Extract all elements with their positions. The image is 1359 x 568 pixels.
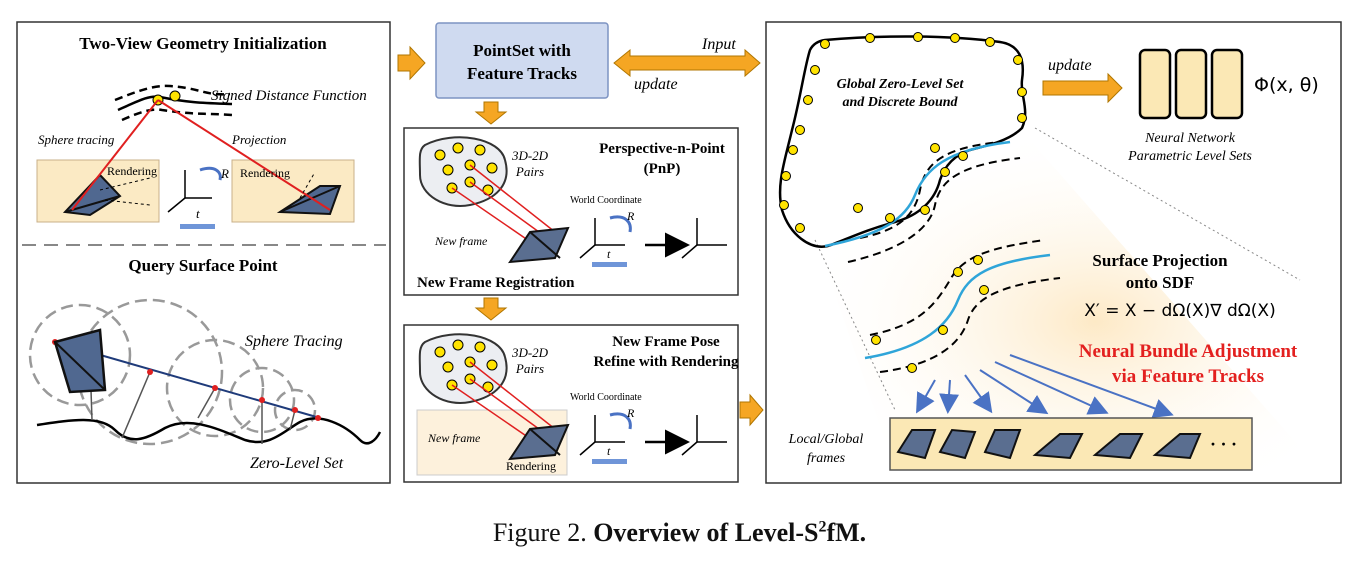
caption-bold-end: fM. — [826, 518, 867, 547]
pointset-box — [435, 22, 609, 99]
pairs-b-1: 3D-2D — [511, 345, 549, 360]
trans-a: t — [607, 247, 611, 261]
frames-line2: frames — [807, 451, 846, 466]
rot-a: R — [626, 209, 635, 223]
refine-title-2: Refine with Rendering — [594, 354, 739, 370]
refine-title-1: New Frame Pose — [612, 334, 720, 350]
figure-caption: Figure 2. Overview of Level-S2fM. — [0, 518, 1359, 548]
input-label: Input — [701, 36, 736, 53]
world-coord-a: World Coordinate — [570, 195, 642, 206]
coordinate-axes-left — [167, 166, 222, 213]
left-panel — [16, 21, 391, 484]
pnp-title-1: Perspective-n-Point — [599, 141, 725, 157]
ellipsis: · · · — [1210, 434, 1237, 454]
trans-b: t — [607, 444, 611, 458]
caption-sup: 2 — [818, 518, 827, 536]
phi-label: Φ(x, θ) — [1254, 74, 1319, 96]
pairs-b-2: Pairs — [515, 361, 544, 376]
right-panel — [765, 21, 1342, 484]
nba-line2: via Feature Tracks — [1112, 366, 1264, 387]
two-view-title: Two-View Geometry Initialization — [79, 34, 327, 53]
nba-line1: Neural Bundle Adjustment — [1079, 341, 1298, 362]
pointset-line1: PointSet with — [473, 41, 571, 60]
caption-prefix: Figure 2. — [492, 518, 594, 547]
rendering-b: Rendering — [506, 459, 556, 473]
pnp-title-2: (PnP) — [644, 161, 681, 177]
camera-frustum-left — [62, 173, 122, 217]
sphere-tracing-label-2: Sphere Tracing — [245, 333, 343, 350]
sdf-label: Signed Distance Function — [211, 88, 367, 104]
pairs-a-1: 3D-2D — [511, 148, 549, 163]
camera-frustum-query — [53, 328, 107, 394]
global-line1: Global Zero-Level Set — [837, 77, 965, 92]
proj-line1: Surface Projection — [1092, 251, 1228, 270]
projection-label: Projection — [231, 132, 286, 147]
nn-line1: Neural Network — [1144, 131, 1236, 146]
translation-label: t — [196, 206, 200, 221]
rotation-label: R — [220, 166, 229, 181]
frames-line1: Local/Global — [788, 432, 864, 447]
update-label-right: update — [1048, 57, 1092, 74]
proj-line2: onto SDF — [1126, 273, 1194, 292]
pointset-line2: Feature Tracks — [467, 64, 577, 83]
global-line2: and Discrete Bound — [842, 95, 958, 110]
update-label-mid: update — [634, 76, 678, 93]
middle-column — [397, 22, 764, 483]
pairs-a-2: Pairs — [515, 164, 544, 179]
sphere-tracing-label: Sphere tracing — [38, 132, 115, 147]
new-frame-a: New frame — [434, 234, 488, 248]
world-coord-b: World Coordinate — [570, 392, 642, 403]
zero-level-label: Zero-Level Set — [250, 455, 344, 472]
caption-bold: Overview of Level-S — [593, 518, 819, 547]
registration-label: New Frame Registration — [417, 275, 575, 291]
rendering-label-a: Rendering — [107, 164, 157, 178]
new-frame-b: New frame — [427, 431, 481, 445]
query-title: Query Surface Point — [128, 256, 278, 275]
equation: X′ = X − dΩ(X)∇ dΩ(X) — [1084, 301, 1275, 321]
rot-b: R — [626, 406, 635, 420]
rendering-label-b: Rendering — [240, 166, 290, 180]
nn-line2: Parametric Level Sets — [1127, 149, 1252, 164]
